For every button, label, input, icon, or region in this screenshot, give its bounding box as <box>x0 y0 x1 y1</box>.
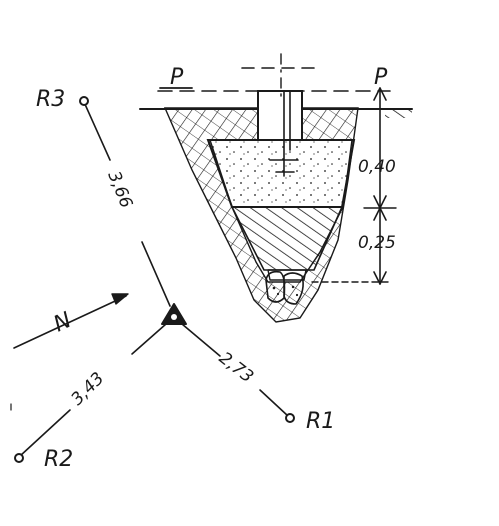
point-r2-label: R2 <box>44 447 73 472</box>
ray-to-r3 <box>83 101 111 161</box>
point-r1-marker <box>285 413 295 423</box>
gravel-layer <box>230 206 344 271</box>
concrete-block <box>206 139 356 208</box>
point-r3-marker <box>79 96 89 106</box>
point-r1-label: R1 <box>306 409 335 434</box>
distance-to-r2: 3,43 <box>67 369 108 410</box>
ray-to-r1 <box>181 323 221 357</box>
ground-hatch-right <box>385 110 412 118</box>
dimension-lower: 0,25 <box>358 233 396 253</box>
dimension-upper: 0,40 <box>358 157 396 177</box>
level-label-left: P <box>170 65 184 90</box>
station-marker <box>161 303 187 325</box>
north-label: N <box>50 308 75 338</box>
distance-to-r1: 2,73 <box>215 348 257 387</box>
north-arrow: N <box>13 293 129 349</box>
ray-to-r2 <box>131 323 167 355</box>
point-r3-label: R3 <box>36 87 65 112</box>
stone-bed <box>265 269 307 305</box>
foundation-section: P P 0,40 0,25 <box>139 53 413 323</box>
dimension-line <box>311 87 397 285</box>
distance-to-r3: 3,66 <box>103 168 136 211</box>
marker-pillar <box>257 90 303 141</box>
level-label-right: P <box>374 65 388 90</box>
point-r2-marker <box>14 453 24 463</box>
